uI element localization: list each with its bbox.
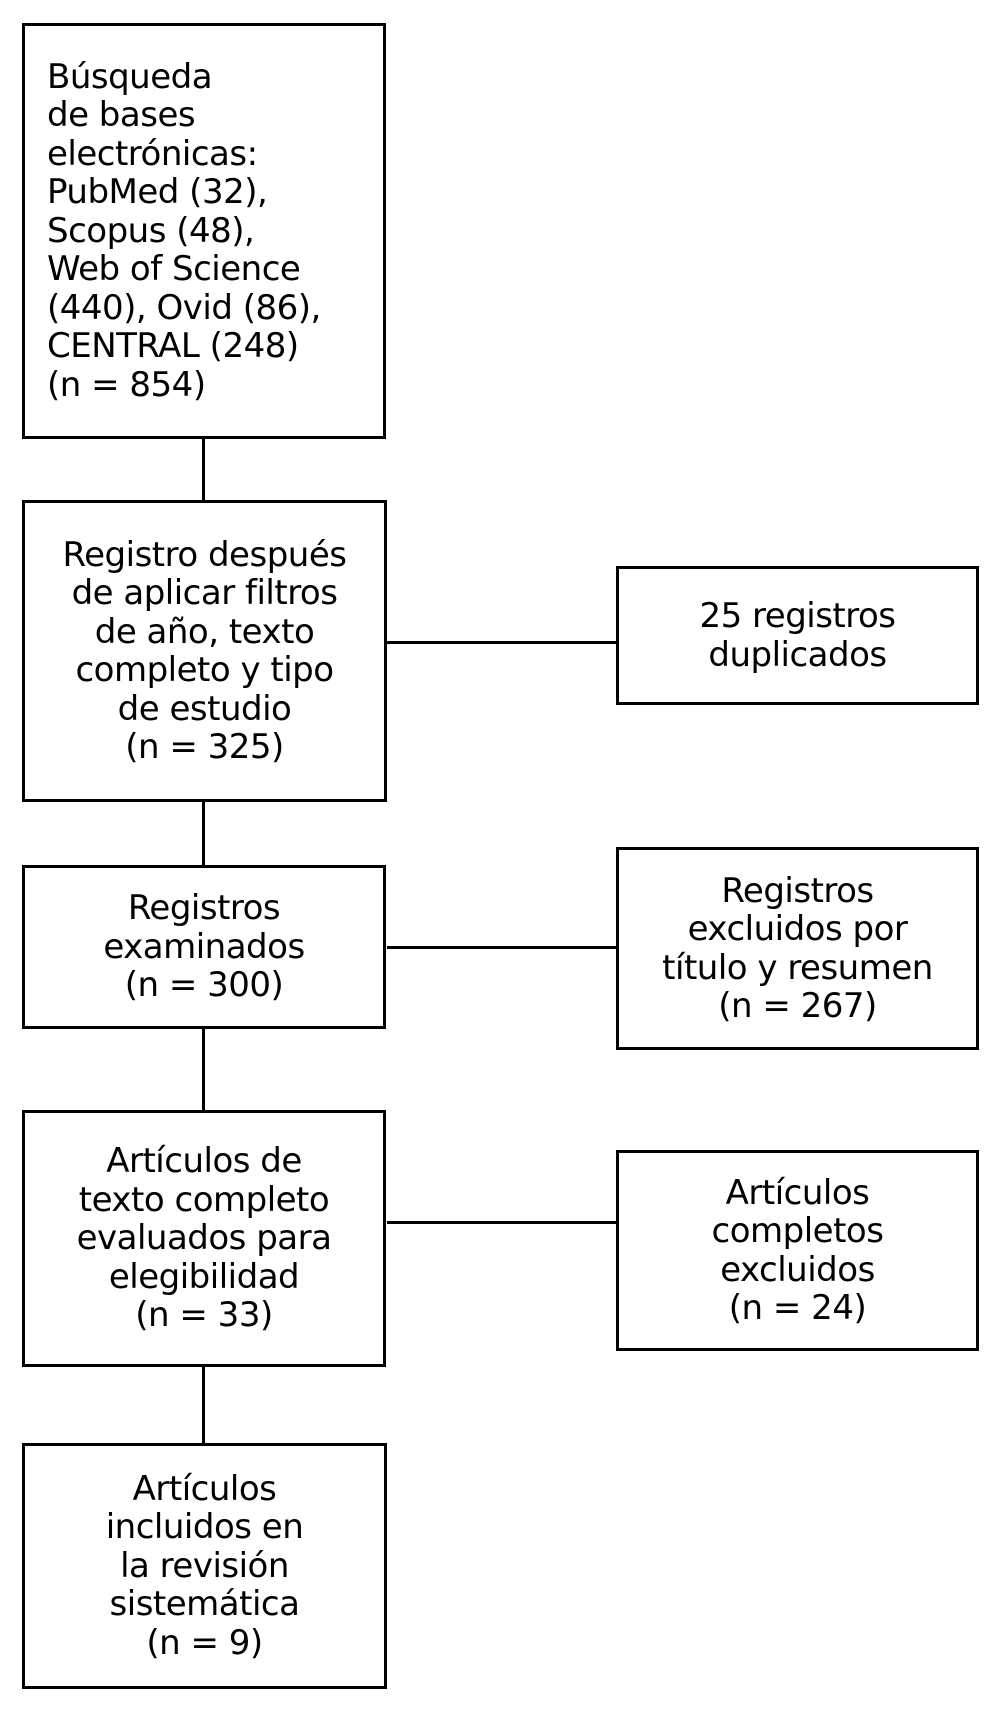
flow-box-records-screened: Registros examinados (n = 300) bbox=[22, 865, 386, 1029]
flow-box-included-articles: Artículos incluidos en la revisión siste… bbox=[22, 1443, 387, 1689]
connector-filtered-to-duplicates bbox=[387, 641, 616, 644]
flow-box-duplicates-removed: 25 registros duplicados bbox=[616, 566, 979, 705]
flow-box-filtered-records: Registro después de aplicar filtros de a… bbox=[22, 500, 387, 802]
connector-search-to-filtered bbox=[202, 439, 205, 500]
flow-box-excluded-title-abstract: Registros excluidos por título y resumen… bbox=[616, 847, 979, 1050]
connector-filtered-to-screened bbox=[202, 802, 205, 865]
connector-screened-to-excluded-title bbox=[387, 946, 616, 949]
flow-box-fulltext-assessed: Artículos de texto completo evaluados pa… bbox=[22, 1110, 386, 1367]
flow-box-search: Búsqueda de bases electrónicas: PubMed (… bbox=[22, 23, 386, 439]
connector-screened-to-fulltext bbox=[202, 1029, 205, 1110]
connector-fulltext-to-excluded-fulltext bbox=[387, 1221, 616, 1224]
connector-fulltext-to-included bbox=[202, 1367, 205, 1443]
flow-box-excluded-fulltext: Artículos completos excluidos (n = 24) bbox=[616, 1150, 979, 1351]
